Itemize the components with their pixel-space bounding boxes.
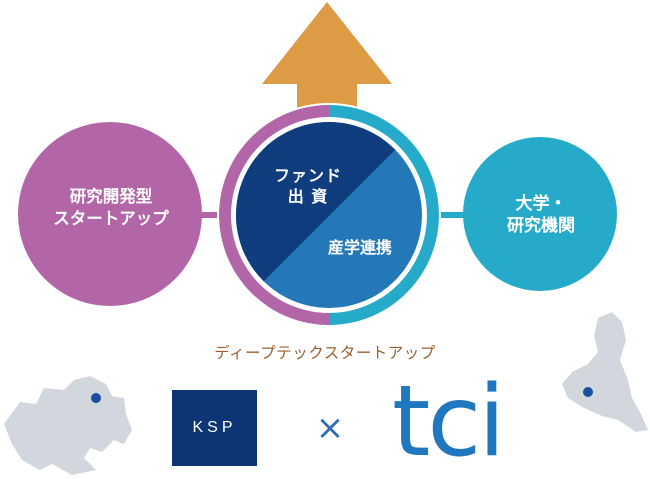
kanagawa-map xyxy=(4,376,132,475)
fund-label: ファンド 出 資 xyxy=(258,165,358,207)
center-ring-right xyxy=(329,105,439,325)
university-label-line2: 研究機関 xyxy=(507,216,575,237)
fund-half xyxy=(236,122,422,308)
industry-academia-text: 産学連携 xyxy=(327,238,392,257)
center-ring-left xyxy=(219,105,329,325)
left-connector xyxy=(195,212,235,218)
industry-academia-label: 産学連携 xyxy=(312,237,408,258)
startup-circle xyxy=(18,122,202,306)
fund-label-line2: 出 資 xyxy=(287,187,329,207)
fund-label-line1: ファンド xyxy=(273,166,342,185)
kanagawa-marker xyxy=(91,393,101,403)
tci-logo: tci xyxy=(392,365,506,479)
startup-label-line1: 研究開発型 xyxy=(69,187,153,206)
ibaraki-marker xyxy=(583,387,593,397)
right-connector xyxy=(424,212,466,218)
university-label-line1: 大学・ xyxy=(515,194,567,214)
ksp-logo: KSP xyxy=(172,390,257,466)
ksp-logo-text: KSP xyxy=(192,419,237,436)
ibaraki-map xyxy=(562,312,648,432)
times-symbol: × xyxy=(315,408,345,448)
startup-label-line2: スタートアップ xyxy=(53,208,169,228)
caption: ディープテックスタートアップ xyxy=(214,344,436,362)
university-label: 大学・ 研究機関 xyxy=(466,193,616,238)
growth-arrow xyxy=(262,2,392,152)
startup-label: 研究開発型 スタートアップ xyxy=(18,186,204,230)
university-circle xyxy=(463,137,617,291)
